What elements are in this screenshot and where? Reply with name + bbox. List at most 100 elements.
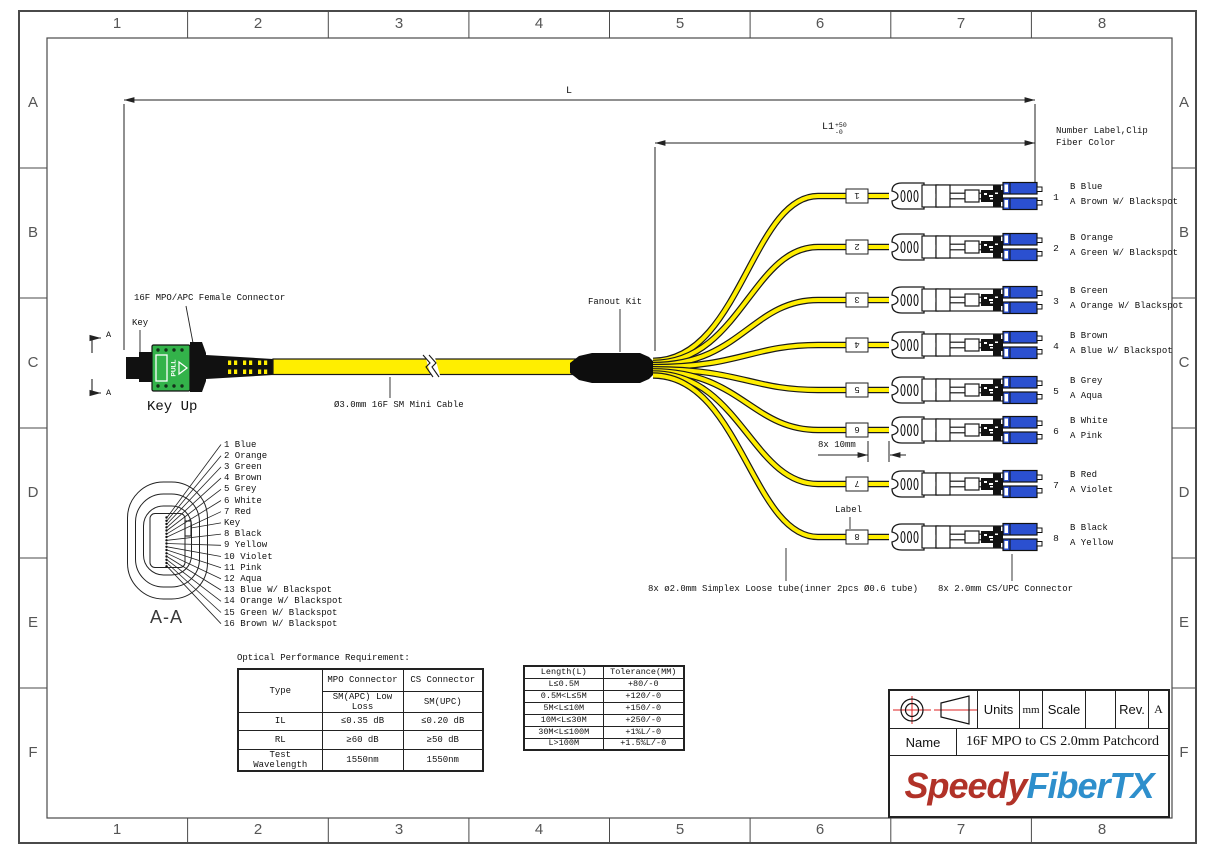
grid-row-label: F <box>1179 744 1189 761</box>
branch-number: 1 <box>1053 192 1059 203</box>
dim-l1-label: L1 <box>822 122 835 133</box>
table-cell: SM(UPC) <box>402 690 484 713</box>
fiber-list-item: 9 Yellow <box>224 540 268 550</box>
grid-col-label: 1 <box>112 821 122 838</box>
branch-b-fiber: B Orange <box>1070 233 1114 243</box>
grid-col-label: 5 <box>675 15 685 32</box>
section-aa-title: A-A <box>150 607 184 627</box>
grid-row-label: E <box>27 614 38 631</box>
fiber-list-item: 12 Aqua <box>224 574 262 584</box>
grid-row-label: C <box>27 354 39 371</box>
table-cell: Tolerance(MM) <box>602 665 685 679</box>
branch-b-fiber: B White <box>1070 416 1108 426</box>
dim-overall-length: L <box>566 86 573 97</box>
table-cell: L≤0.5M <box>523 677 604 691</box>
rev-value: A <box>1154 702 1163 716</box>
branch-b-fiber: B Brown <box>1070 331 1108 341</box>
table-cell: 1550nm <box>402 748 484 771</box>
section-cut-markers <box>89 334 101 397</box>
grid-col-label: 4 <box>534 821 544 838</box>
branch-a-fiber: A Brown W/ Blackspot <box>1070 197 1179 207</box>
fiber-list-item: 15 Green W/ Blackspot <box>224 608 338 618</box>
branch-number: 5 <box>1053 386 1059 397</box>
branch-cable-3 <box>652 296 889 369</box>
grid-col-label: 8 <box>1097 821 1107 838</box>
fiber-list-item: Key <box>224 518 241 528</box>
table-cell: Type <box>237 668 323 713</box>
fiber-list-item: 10 Violet <box>224 552 273 562</box>
fiber-list-item: 2 Orange <box>224 451 268 461</box>
third-angle-projection-icon <box>893 695 931 724</box>
branch-a-fiber: A Orange W/ Blackspot <box>1070 301 1184 311</box>
branch-a-fiber: A Pink <box>1070 431 1103 441</box>
cs-upc-connector-label: 8x 2.0mm CS/UPC Connector <box>938 584 1074 594</box>
fiber-list-item: 7 Red <box>224 507 252 517</box>
table-cell: Test Wavelength <box>237 748 323 771</box>
branch-b-fiber: B Black <box>1070 523 1108 533</box>
key-up-label: Key Up <box>147 399 198 415</box>
branch-a-fiber: A Violet <box>1070 485 1114 495</box>
title-block-logo-row: SpeedyFiberTX <box>890 756 1168 816</box>
table-cell: +120/-0 <box>602 689 685 703</box>
dim-l1-minus-tol: -0 <box>835 129 843 136</box>
grid-col-label: 2 <box>253 821 263 838</box>
branch-b-fiber: B Green <box>1070 286 1108 296</box>
sheet-frame <box>18 10 1197 844</box>
units-value: mm <box>1020 691 1043 728</box>
cs-connectors <box>891 181 1043 552</box>
speedyfibertx-logo: SpeedyFiberTX <box>904 765 1155 806</box>
table-cell: L>100M <box>523 737 604 751</box>
mpo-ferrule <box>139 352 152 382</box>
leader-lines <box>139 305 1013 581</box>
logo-fibertx-text: FiberTX <box>1026 765 1155 806</box>
projection-symbols-cell <box>890 691 978 728</box>
mpo-boot-dashes <box>228 360 268 374</box>
grid-col-label: 6 <box>815 821 825 838</box>
mini-cable-label: Ø3.0mm 16F SM Mini Cable <box>334 400 464 410</box>
svg-text:4: 4 <box>854 339 859 349</box>
pull-arrow-icon <box>178 360 188 376</box>
branch-cable-7 <box>652 370 889 488</box>
branch-number: 2 <box>1053 243 1059 254</box>
drawing-title: 16F MPO to CS 2.0mm Patchcord <box>966 734 1159 749</box>
branch-cable-1 <box>652 192 889 364</box>
scale-label: Scale <box>1043 691 1086 728</box>
grid-col-label: 2 <box>253 15 263 32</box>
branch-spacing-dim: 8x 10mm <box>818 440 856 450</box>
fiber-list-item: 13 Blue W/ Blackspot <box>224 585 333 595</box>
pull-tab-text: PULL <box>171 359 178 376</box>
branch-number: 7 <box>1053 480 1059 491</box>
table-cell: CS Connector <box>402 668 484 692</box>
branch-a-fiber: A Yellow <box>1070 538 1114 548</box>
branch-b-fiber: B Red <box>1070 470 1098 480</box>
fiber-list-item: 3 Green <box>224 462 262 472</box>
table-cell: IL <box>237 711 323 731</box>
grid-row-label: D <box>1178 484 1190 501</box>
dimension-lines <box>123 97 1036 462</box>
branch-number: 8 <box>1053 533 1059 544</box>
grid-row-label: D <box>27 484 39 501</box>
fanout-kit-label: Fanout Kit <box>588 297 643 307</box>
cable-break-mark <box>422 351 442 383</box>
table-cell: MPO Connector <box>321 668 404 692</box>
grid-row-label: C <box>1178 354 1190 371</box>
svg-text:7: 7 <box>854 478 859 488</box>
number-label-clips: 1 2 3 4 5 6 7 8 <box>845 188 869 545</box>
grid-row-label: B <box>1178 224 1189 241</box>
table-cell: RL <box>237 729 323 750</box>
title-block-top-row: Units mm Scale Rev. A <box>890 691 1168 729</box>
grid-col-label: 8 <box>1097 15 1107 32</box>
branch-b-fiber: B Blue <box>1070 182 1103 192</box>
table-cell: +250/-0 <box>602 713 685 727</box>
mpo-flare <box>190 342 206 392</box>
table-cell: ≥50 dB <box>402 729 484 750</box>
rev-label: Rev. <box>1116 691 1149 728</box>
table-cell: +150/-0 <box>602 701 685 715</box>
svg-text:2: 2 <box>854 241 859 251</box>
grid-row-label: F <box>28 744 38 761</box>
grid-row-label: B <box>27 224 38 241</box>
svg-text:5: 5 <box>854 384 859 394</box>
grid-col-label: 1 <box>112 15 122 32</box>
grid-col-label: 3 <box>394 821 404 838</box>
